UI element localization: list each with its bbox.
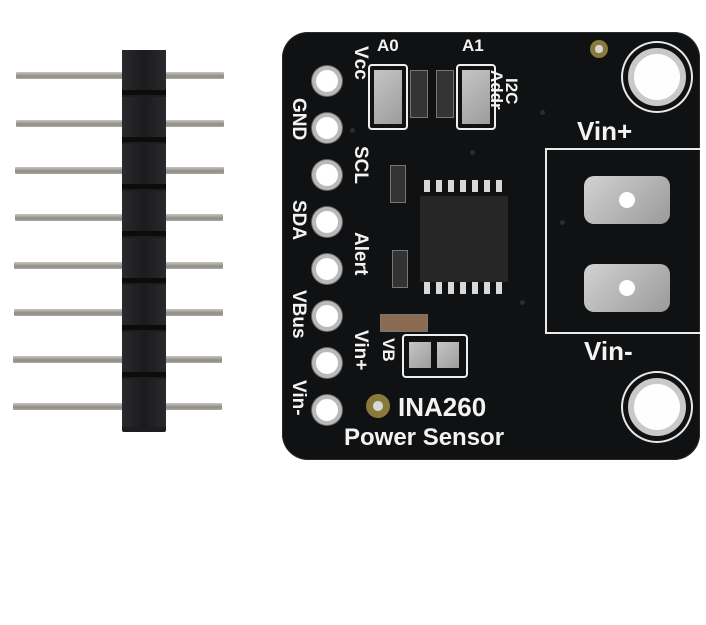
pad-alert: [312, 254, 342, 284]
header-pin: [13, 356, 222, 363]
jumper-a0: [368, 64, 408, 130]
header-body: [122, 50, 166, 432]
header-pin: [15, 167, 224, 174]
header-pin: [16, 120, 224, 127]
resistor-r1: [390, 165, 406, 203]
terminal-outline-top: [545, 148, 700, 150]
terminal-lug-plus: [584, 176, 670, 224]
label-alert: Alert: [350, 232, 371, 276]
capacitor: [380, 314, 428, 332]
label-vin-minus: Vin-: [288, 380, 309, 416]
resistor-r2: [392, 250, 408, 288]
header-pin: [13, 403, 222, 410]
label-sda: SDA: [288, 200, 309, 241]
header-pin: [16, 72, 224, 79]
label-a1: A1: [462, 36, 484, 55]
mount-hole-vin-minus: [628, 378, 686, 436]
pad-vbus: [312, 301, 342, 331]
jumper-a1: [456, 64, 496, 130]
header-pin: [14, 262, 223, 269]
pad-sda: [312, 207, 342, 237]
mount-hole-vin-plus: [628, 48, 686, 106]
header-pin: [14, 309, 223, 316]
header-pin: [15, 214, 223, 221]
pad-vin-minus: [312, 395, 342, 425]
label-addr: Addr: [487, 70, 506, 110]
pad-scl: [312, 160, 342, 190]
terminal-outline-bottom: [545, 332, 700, 334]
label-vbus: VBus: [288, 290, 309, 339]
board-subtitle: Power Sensor: [344, 424, 505, 451]
label-scl: SCL: [350, 146, 371, 184]
test-point: [366, 394, 390, 418]
resistor-a0: [410, 70, 428, 118]
pad-vcc: [312, 66, 342, 96]
board-title: INA260: [398, 392, 487, 422]
resistor-a1: [436, 70, 454, 118]
label-terminal-vin-minus: Vin-: [584, 336, 633, 366]
label-a0: A0: [377, 36, 399, 55]
label-gnd: GND: [288, 98, 309, 141]
label-terminal-vin-plus: Vin+: [577, 116, 633, 146]
jumper-vb: [402, 334, 468, 378]
terminal-lug-minus: [584, 264, 670, 312]
label-vin-plus: Vin+: [350, 330, 371, 371]
label-vb: VB: [379, 338, 398, 362]
gold-via: [590, 40, 608, 58]
pad-vin-plus: [312, 348, 342, 378]
terminal-outline-left: [545, 148, 547, 334]
pad-gnd: [312, 113, 342, 143]
